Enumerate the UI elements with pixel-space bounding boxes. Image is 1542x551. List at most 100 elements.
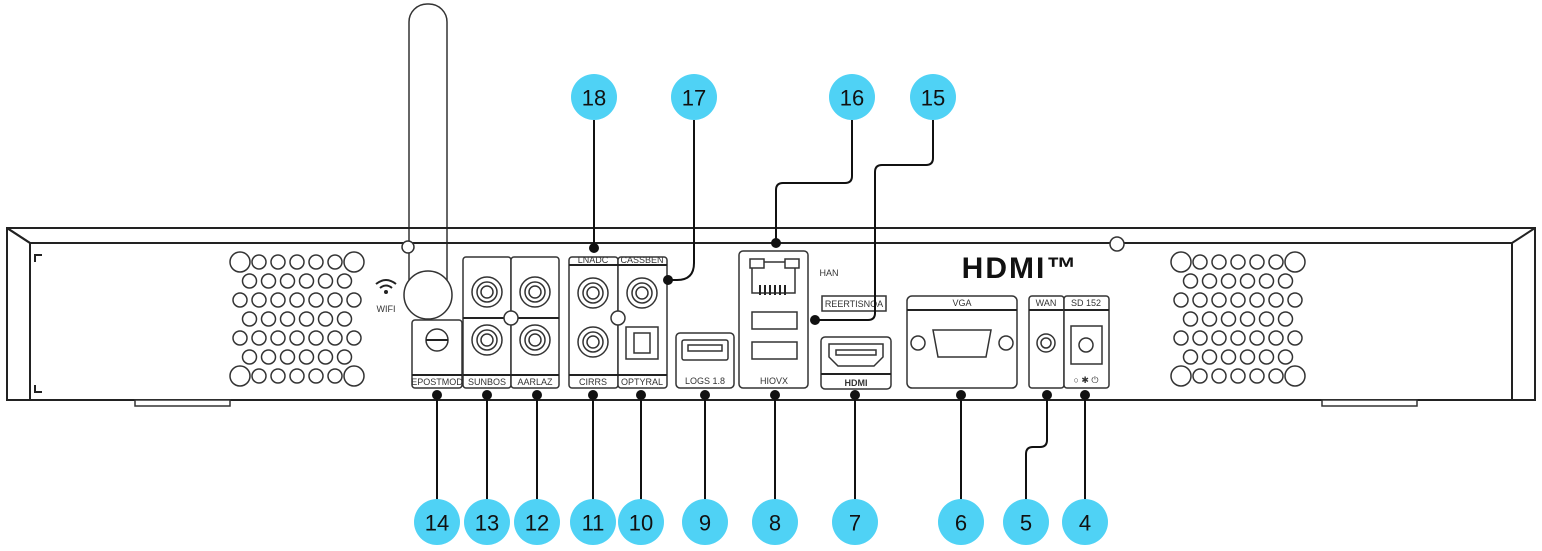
- power-switch-port[interactable]: EPOSTMOD: [411, 319, 463, 389]
- vent-hole: [260, 273, 277, 289]
- ethernet-port[interactable]: [749, 258, 800, 295]
- callout-number: 4: [1079, 511, 1091, 536]
- vent-hole: [343, 251, 365, 273]
- callout-badge: 17: [671, 74, 717, 120]
- vent-hole: [251, 254, 267, 270]
- vent-hole: [1230, 292, 1246, 308]
- vent-hole: [1239, 349, 1256, 365]
- callout-badge: 12: [514, 499, 560, 545]
- lan-label: HAN: [819, 268, 838, 278]
- optical-port[interactable]: [625, 326, 659, 360]
- vent-hole: [317, 273, 334, 289]
- port-label: CIRRS: [579, 377, 607, 387]
- vent-hole: [336, 273, 353, 289]
- vent-hole: [241, 273, 258, 289]
- port-label: WAN: [1036, 298, 1057, 308]
- vent-hole: [1277, 349, 1294, 365]
- vent-hole: [1268, 254, 1284, 270]
- callout-badge: 4: [1062, 499, 1108, 545]
- vent-hole: [343, 365, 365, 387]
- vent-hole: [1192, 254, 1208, 270]
- vent-hole: [1287, 292, 1303, 308]
- vent-hole: [1173, 330, 1189, 346]
- rca-jack[interactable]: [471, 276, 503, 308]
- callout-badge: 18: [571, 74, 617, 120]
- vent-hole: [289, 292, 305, 308]
- vent-hole: [1277, 273, 1294, 289]
- vent-hole: [308, 292, 324, 308]
- port-label: CASSBEN: [620, 255, 663, 265]
- vent-hole: [1192, 368, 1208, 384]
- audio-block[interactable]: LNADC CASSBEN CIRRS OPTYRAL: [568, 255, 668, 389]
- callout-badge: 5: [1003, 499, 1049, 545]
- vent-hole: [289, 368, 305, 384]
- usb-port[interactable]: [751, 341, 798, 360]
- callout-number: 10: [629, 511, 653, 536]
- rca-jack[interactable]: [577, 277, 609, 309]
- callout-number: 9: [699, 511, 711, 536]
- vent-hole: [251, 292, 267, 308]
- vent-hole: [1201, 349, 1218, 365]
- rca-jack[interactable]: [519, 276, 551, 308]
- callout-number: 17: [682, 86, 706, 111]
- vent-grille-right: [1170, 251, 1306, 387]
- vent-hole: [308, 330, 324, 346]
- vent-hole: [1182, 311, 1199, 327]
- wifi-icon: WIFI: [375, 279, 397, 314]
- callout-number: 18: [582, 86, 606, 111]
- port-label: LNADC: [578, 255, 609, 265]
- vent-hole: [229, 365, 251, 387]
- vent-hole: [251, 368, 267, 384]
- callout-badge: 13: [464, 499, 510, 545]
- hdmi-port[interactable]: HDMI: [820, 336, 892, 390]
- vent-hole: [1230, 368, 1246, 384]
- port-label: OPTYRAL: [621, 377, 663, 387]
- callout-number: 5: [1020, 511, 1032, 536]
- vent-hole: [1170, 251, 1192, 273]
- wan-port[interactable]: WAN: [1028, 295, 1065, 389]
- vent-hole: [1258, 273, 1275, 289]
- vent-hole: [229, 251, 251, 273]
- rca-jack[interactable]: [471, 324, 503, 356]
- callout-number: 12: [525, 511, 549, 536]
- rca-block-left[interactable]: SUNBOS AARLAZ: [462, 256, 560, 389]
- usb-port[interactable]: [751, 311, 798, 330]
- port-label: SD 152: [1071, 298, 1101, 308]
- vent-hole: [1201, 273, 1218, 289]
- vent-hole: [1220, 311, 1237, 327]
- vent-hole: [1220, 349, 1237, 365]
- vent-hole: [327, 330, 343, 346]
- vent-hole: [1268, 330, 1284, 346]
- vent-hole: [1211, 330, 1227, 346]
- vent-hole: [1230, 330, 1246, 346]
- usb-port[interactable]: LOGS 1.8: [675, 332, 735, 389]
- vent-hole: [1258, 349, 1275, 365]
- vent-hole: [1211, 254, 1227, 270]
- callout-badge: 16: [829, 74, 875, 120]
- callout-number: 8: [769, 511, 781, 536]
- leader-lines: [432, 120, 1090, 500]
- chassis: [6, 227, 1536, 407]
- vent-hole: [289, 330, 305, 346]
- vent-hole: [270, 292, 286, 308]
- callout-number: 11: [582, 511, 605, 536]
- vent-hole: [298, 349, 315, 365]
- port-label: AARLAZ: [517, 377, 553, 387]
- vent-hole: [1249, 254, 1265, 270]
- screw: [1109, 236, 1125, 252]
- dc-power-port[interactable]: SD 152 ○ ✱ ⏻: [1063, 295, 1110, 389]
- vga-port[interactable]: VGA: [906, 295, 1018, 389]
- callout-badge: 9: [682, 499, 728, 545]
- vent-hole: [1249, 292, 1265, 308]
- vent-hole: [327, 368, 343, 384]
- rca-jack[interactable]: [519, 324, 551, 356]
- vent-hole: [1170, 365, 1192, 387]
- port-label: REERTISNOA: [825, 299, 883, 309]
- port-label: LOGS 1.8: [685, 376, 725, 386]
- rca-jack[interactable]: [626, 277, 658, 309]
- lan-usb-block[interactable]: HIOVX: [738, 250, 809, 389]
- rca-jack[interactable]: [577, 326, 609, 358]
- vent-hole: [260, 311, 277, 327]
- callout-number: 14: [425, 511, 449, 536]
